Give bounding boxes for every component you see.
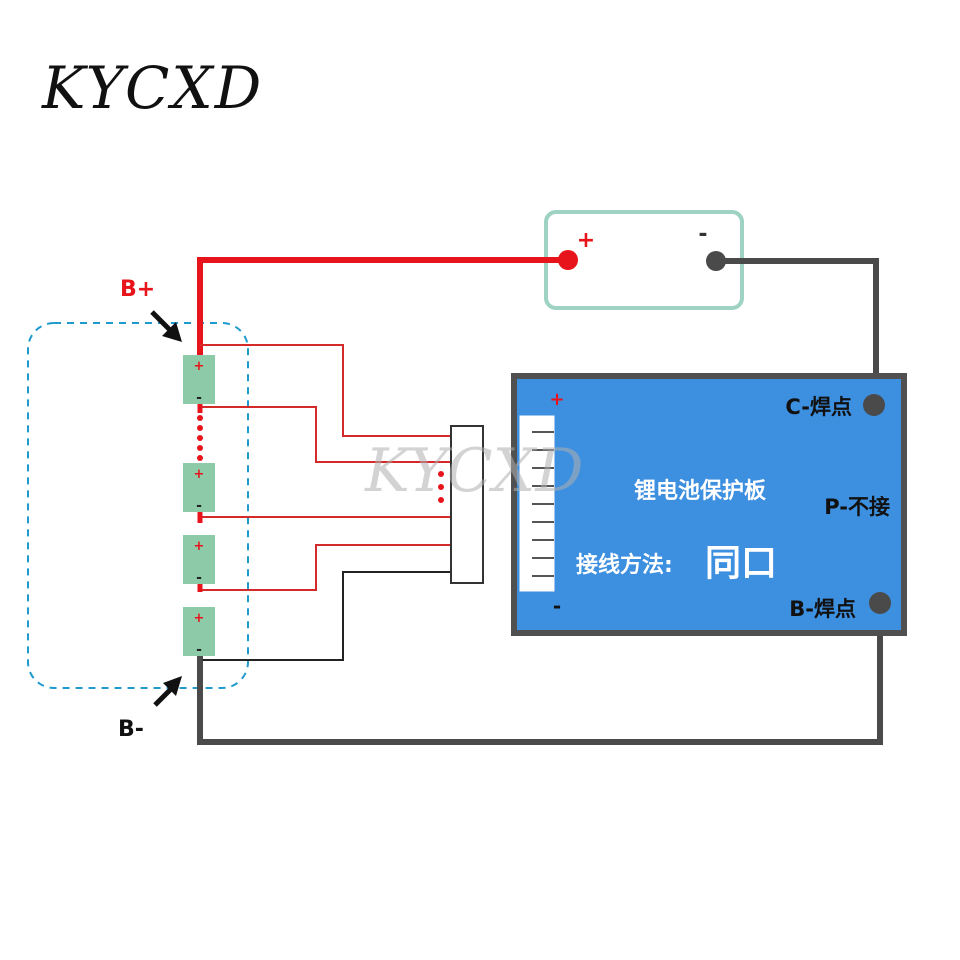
battery-cell-1: + - bbox=[183, 355, 215, 406]
watermark: KYCXD bbox=[364, 436, 584, 506]
socket-plus-label: + bbox=[549, 389, 564, 410]
board-title: 锂电池保护板 bbox=[634, 478, 767, 504]
socket-pins bbox=[532, 431, 554, 577]
connector-dots bbox=[438, 471, 444, 503]
cell-2-plus: + bbox=[194, 467, 205, 482]
b-pad-terminal bbox=[869, 592, 891, 614]
battery-cell-3: + - bbox=[183, 535, 215, 586]
main-positive-wire bbox=[197, 257, 568, 356]
load-negative-wire bbox=[716, 258, 879, 404]
cell-4-plus: + bbox=[194, 611, 205, 626]
battery-cell-2: + - bbox=[183, 463, 215, 514]
protection-board: + - 锂电池保护板 接线方法: 同口 C-焊点 P-不接 B-焊点 bbox=[511, 373, 907, 636]
cell-2-minus: - bbox=[196, 498, 202, 514]
b-minus-arrow-icon bbox=[153, 676, 182, 707]
battery-cell-4: + - bbox=[183, 607, 215, 658]
cells-ellipsis bbox=[197, 415, 203, 461]
p-pad-label: P-不接 bbox=[824, 495, 890, 519]
load-plus-label: + bbox=[577, 228, 595, 253]
balance-connector-plug bbox=[450, 425, 484, 584]
cell-1-plus: + bbox=[194, 359, 205, 374]
b-pad-label: B-焊点 bbox=[789, 597, 856, 621]
balance-wire-2 bbox=[200, 406, 452, 463]
c-pad-terminal bbox=[863, 394, 885, 416]
cell-1-minus: - bbox=[196, 390, 202, 406]
b-plus-label-text: B+ bbox=[120, 277, 155, 302]
pack-negative-wire bbox=[197, 603, 883, 745]
wiring-method-value: 同口 bbox=[705, 543, 777, 584]
b-minus-label-text: B- bbox=[118, 717, 144, 742]
cell-3-minus: - bbox=[196, 570, 202, 586]
b-plus-arrow-icon bbox=[150, 310, 182, 342]
wiring-method-label: 接线方法: bbox=[576, 552, 673, 578]
socket-minus-label: - bbox=[553, 594, 561, 618]
brand-logo: KYCXD bbox=[41, 54, 263, 122]
balance-wire-5 bbox=[200, 571, 452, 661]
cell-3-plus: + bbox=[194, 539, 205, 554]
cell-4-minus: - bbox=[196, 642, 202, 658]
load-minus-terminal bbox=[706, 251, 726, 271]
load-minus-label: - bbox=[698, 222, 707, 247]
battery-pack-outline bbox=[27, 322, 249, 689]
load-plus-terminal bbox=[558, 250, 578, 270]
balance-wire-1 bbox=[200, 344, 452, 437]
c-pad-label: C-焊点 bbox=[785, 395, 852, 419]
balance-wire-4 bbox=[200, 544, 452, 591]
